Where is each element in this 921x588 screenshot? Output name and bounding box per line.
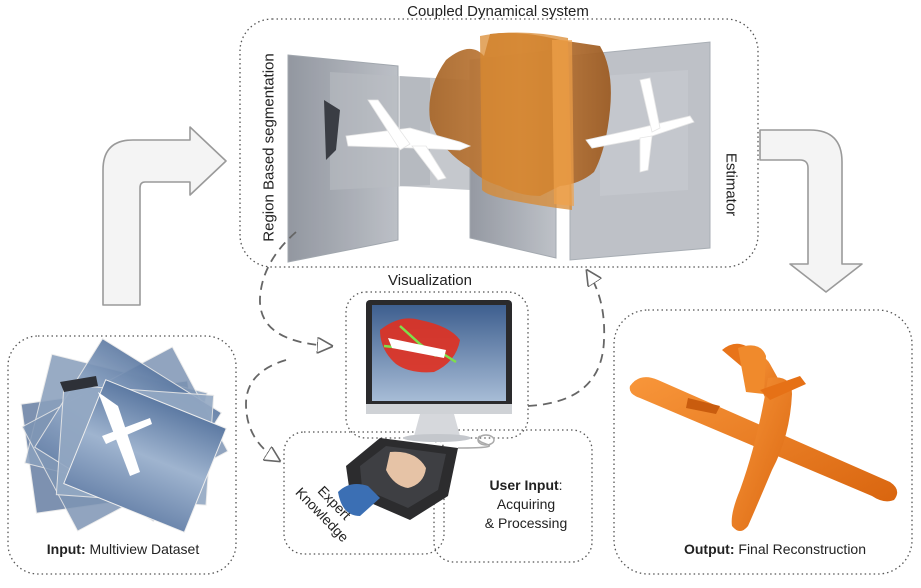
expert-frame [283, 431, 445, 555]
monitor [366, 300, 512, 442]
coupled-system-title: Coupled Dynamical system [407, 3, 589, 20]
user-input-bold: User Input [489, 477, 559, 493]
reconstruction-hull [429, 32, 611, 210]
visualization-frame [345, 291, 529, 439]
user-input-line2: Acquiring [496, 496, 556, 512]
output-caption-bold: Output: [683, 541, 735, 557]
region-segmentation-label: Region Based segmentation [260, 53, 278, 242]
user-input-colon: : [558, 477, 563, 493]
output-caption-text: Final Reconstruction [734, 541, 867, 557]
output-caption: Output: Final Reconstruction [660, 541, 890, 557]
final-reconstruction-model [629, 343, 898, 531]
system-to-output-arrow [759, 129, 863, 293]
output-frame [613, 309, 913, 575]
visualization-label: Visualization [388, 272, 472, 289]
input-image-stack [20, 337, 229, 533]
airplane-silhouettes [324, 77, 695, 181]
input-caption-bold: Input: [46, 541, 86, 557]
user-input-title: User Input: [466, 476, 586, 495]
user-input-line3: & Processing [484, 515, 568, 531]
input-caption: Input: Multiview Dataset [18, 541, 228, 557]
user-input-frame [433, 429, 593, 563]
feedback-arrows [245, 231, 606, 460]
estimator-label: Estimator [722, 152, 740, 217]
drawing-tablet [338, 434, 495, 520]
user-input-label: User Input: Acquiring & Processing [466, 476, 586, 533]
input-caption-text: Multiview Dataset [85, 541, 200, 557]
input-to-system-arrow [102, 126, 227, 306]
